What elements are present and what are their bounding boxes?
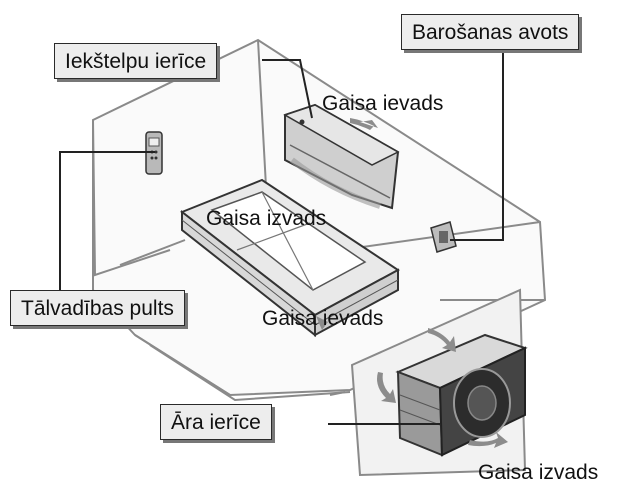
ceiling-duct-illustration — [180, 178, 400, 338]
air-in-duct-label: Gaisa ievads — [262, 307, 384, 330]
indoor-air-in-arrow — [350, 118, 378, 130]
indoor-unit-leader — [262, 59, 313, 119]
power-outlet-illustration — [430, 221, 457, 253]
remote-control-leader — [59, 151, 155, 300]
outdoor-unit-illustration — [395, 333, 528, 457]
outdoor-air-out-arrow — [468, 432, 508, 448]
indoor-unit-illustration — [283, 103, 400, 210]
outdoor-unit-label: Āra ierīce — [160, 404, 272, 440]
remote-control-label: Tālvadības pults — [10, 290, 185, 326]
air-out-indoor-label: Gaisa izvads — [206, 207, 327, 230]
air-in-indoor-label: Gaisa ievads — [322, 92, 444, 115]
leader-lines — [59, 52, 504, 425]
outdoor-air-in-arrow — [428, 328, 456, 352]
power-source-label: Barošanas avots — [401, 14, 580, 50]
airflow-arrows — [316, 118, 508, 448]
indoor-unit-label: Iekštelpu ierīce — [54, 43, 218, 79]
duct-air-in-arrow — [316, 316, 328, 330]
air-out-outdoor-label: Gaisa izvads — [478, 461, 599, 484]
power-source-leader — [450, 52, 504, 241]
outdoor-side-arrow — [377, 372, 396, 403]
